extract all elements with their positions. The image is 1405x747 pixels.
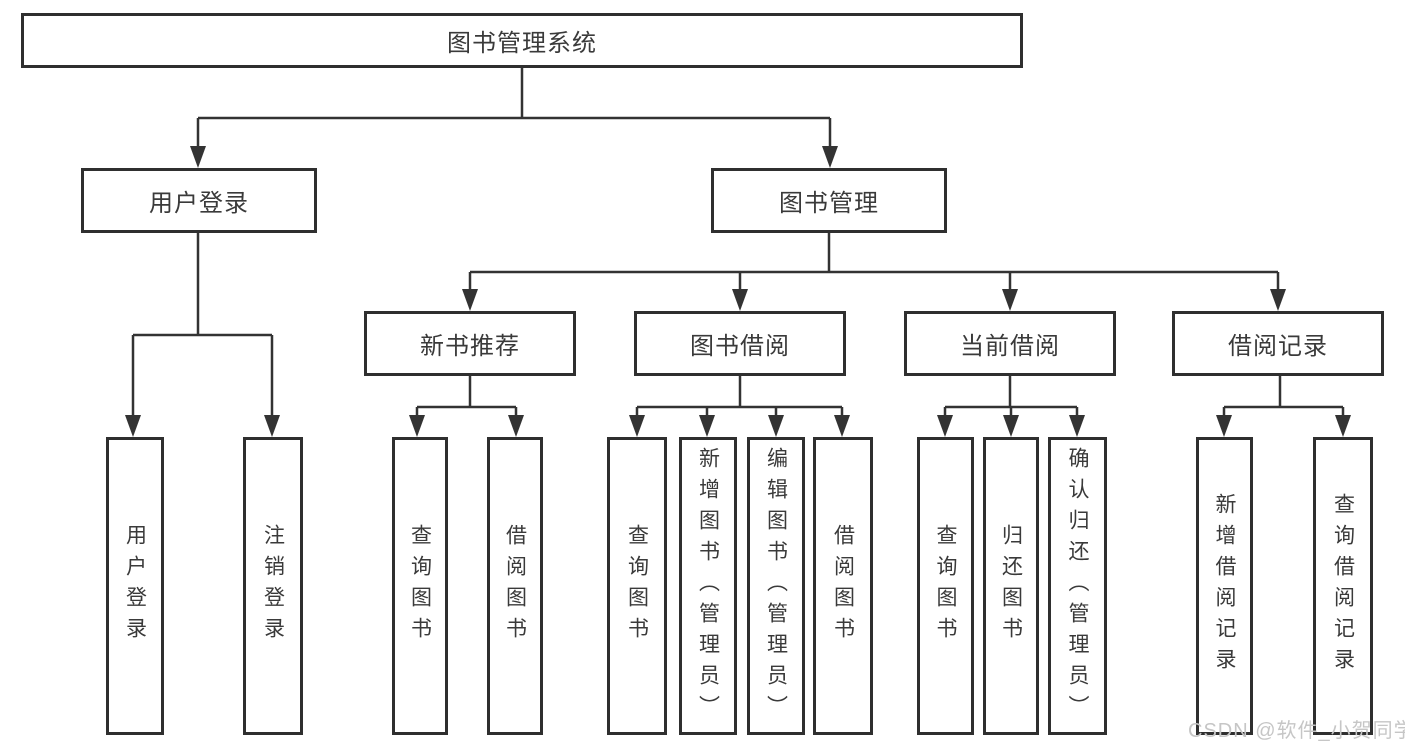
leaf-logout: 注销登录 [243, 437, 303, 735]
leaf-confirm-return-admin: 确认归还（管理员） [1048, 437, 1107, 735]
leaf-user-login: 用户登录 [106, 437, 164, 735]
leaf-query-borrow-record: 查询借阅记录 [1313, 437, 1373, 735]
leaf-borrow-books-recommend: 借阅图书 [487, 437, 543, 735]
leaf-query-books-borrow: 查询图书 [607, 437, 667, 735]
leaf-query-books-recommend: 查询图书 [392, 437, 448, 735]
csdn-watermark: CSDN @软件_小贺同学 [1188, 720, 1405, 742]
leaf-borrow-books: 借阅图书 [813, 437, 873, 735]
leaf-edit-books-admin: 编辑图书（管理员） [747, 437, 805, 735]
leaf-add-books-admin: 新增图书（管理员） [679, 437, 737, 735]
node-book-management: 图书管理 [711, 168, 947, 233]
node-library-management-system: 图书管理系统 [21, 13, 1023, 68]
node-user-login: 用户登录 [81, 168, 317, 233]
node-borrow-records: 借阅记录 [1172, 311, 1384, 376]
leaf-return-books: 归还图书 [983, 437, 1039, 735]
node-new-book-recommend: 新书推荐 [364, 311, 576, 376]
leaf-add-borrow-record: 新增借阅记录 [1196, 437, 1253, 735]
arrowheads [125, 146, 1351, 437]
leaf-query-books-current: 查询图书 [917, 437, 974, 735]
node-current-borrow: 当前借阅 [904, 311, 1116, 376]
node-book-borrow: 图书借阅 [634, 311, 846, 376]
